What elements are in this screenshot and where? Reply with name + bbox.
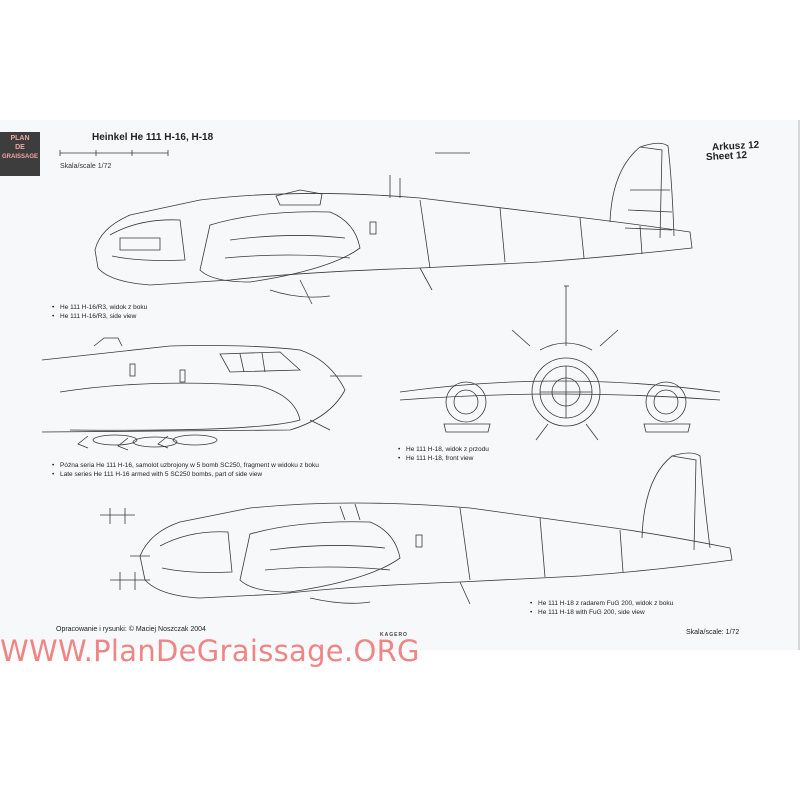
caption-line: He 111 H-18, front view bbox=[406, 455, 474, 462]
caption-line: He 111 H-18 z radarem FuG 200, widok z b… bbox=[538, 600, 674, 607]
caption-line: Late series He 111 H-16 armed with 5 SC2… bbox=[60, 471, 263, 478]
caption-front-h18: •He 111 H-18, widok z przodu •He 111 H-1… bbox=[398, 446, 489, 462]
paper-edge bbox=[798, 120, 800, 650]
logo-line-2: DE bbox=[15, 144, 25, 151]
caption-line: He 111 H-18 with FuG 200, side view bbox=[538, 609, 645, 616]
scale-bar bbox=[59, 150, 169, 156]
caption-line: He 111 H-16/R3, side view bbox=[60, 313, 137, 320]
logo-line-3: GRAISSAGE bbox=[1, 154, 38, 160]
caption-line: He 111 H-16/R3, widok z boku bbox=[60, 304, 148, 311]
caption-side-h16: •He 111 H-16/R3, widok z boku •He 111 H-… bbox=[52, 304, 148, 320]
front-view-h18 bbox=[399, 285, 721, 441]
caption-line: He 111 H-18, widok z przodu bbox=[406, 446, 489, 453]
scale-label-bottom: Skala/scale: 1/72 bbox=[686, 629, 740, 636]
sheet-title: Heinkel He 111 H-16, H-18 bbox=[92, 132, 214, 143]
caption-line: Późna seria He 111 H-16, samolot uzbrojo… bbox=[60, 462, 319, 469]
publisher-logo: KAGERO bbox=[380, 632, 408, 638]
sheet-label-english: Sheet 12 bbox=[705, 149, 748, 164]
caption-side-h18: •He 111 H-18 z radarem FuG 200, widok z … bbox=[530, 600, 674, 616]
website-watermark: WWW.PlanDeGraissage.ORG bbox=[0, 634, 420, 668]
caption-late-h16: •Późna seria He 111 H-16, samolot uzbroj… bbox=[52, 462, 319, 478]
author-credit: Opracowanie i rysunki: © Maciej Noszczak… bbox=[56, 626, 206, 633]
side-view-h18 bbox=[100, 452, 733, 605]
side-view-h16-late bbox=[41, 337, 362, 451]
plan-de-graissage-logo: PLAN DE GRAISSAGE bbox=[0, 132, 40, 176]
scale-label-top: Skala/scale 1/72 bbox=[60, 163, 112, 170]
paper-area bbox=[0, 120, 798, 650]
side-view-h16 bbox=[94, 142, 693, 305]
logo-line-1: PLAN bbox=[10, 135, 30, 142]
